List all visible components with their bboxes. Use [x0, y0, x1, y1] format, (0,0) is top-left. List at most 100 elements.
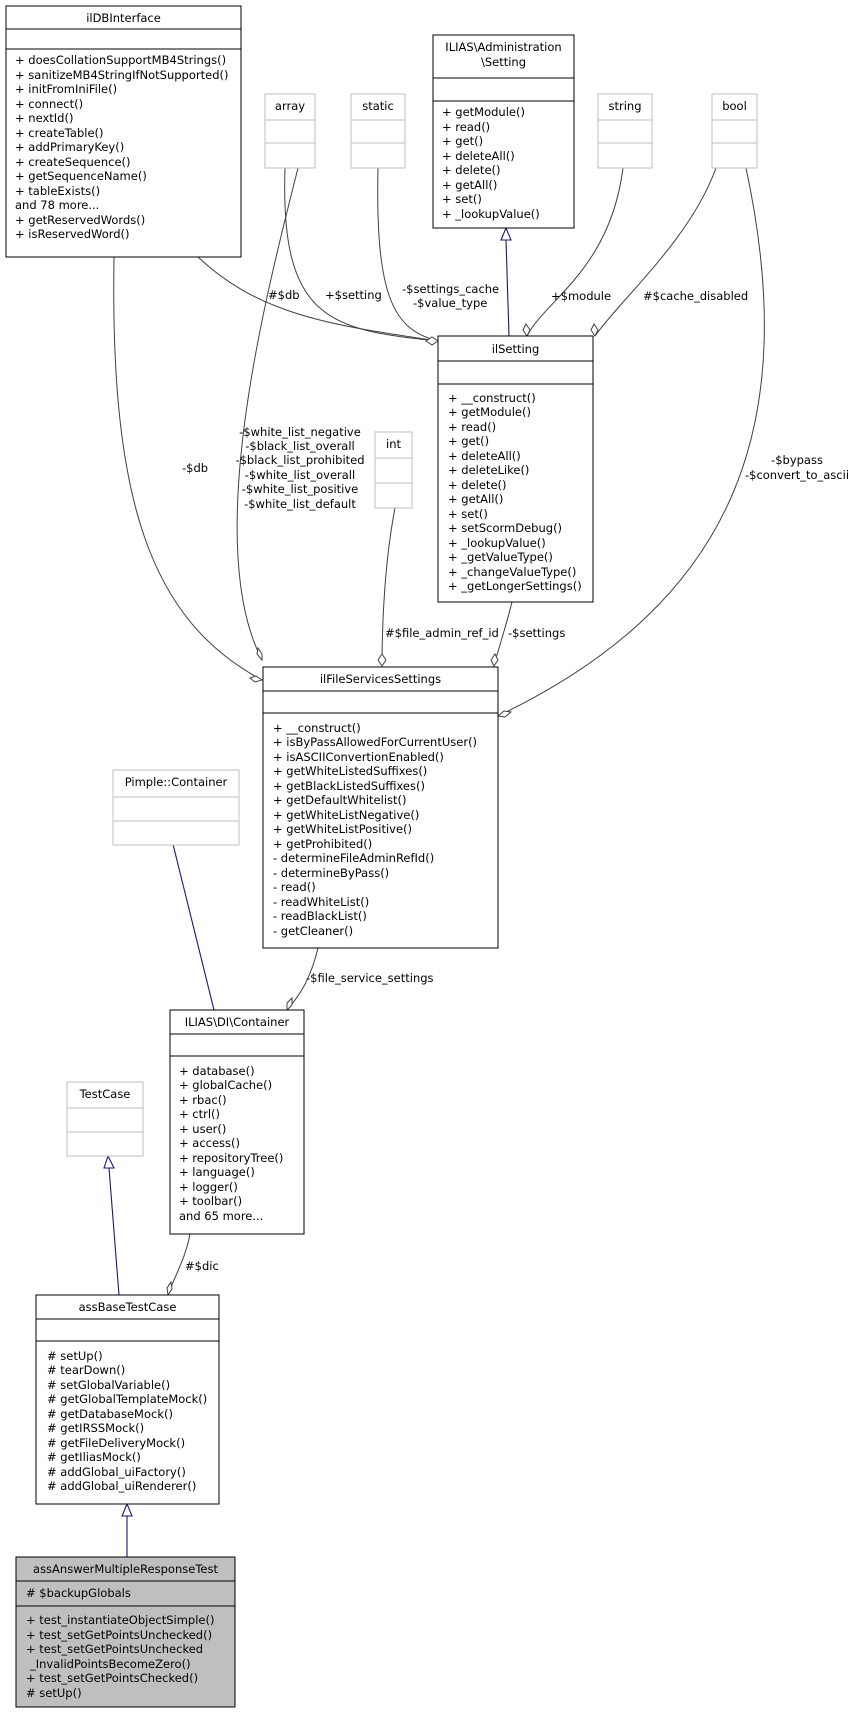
aggregation-diamond-int-file: [377, 653, 387, 667]
method: - getCleaner(): [273, 924, 353, 938]
edge-array-setting: [284, 167, 439, 342]
class-pimple-container[interactable]: Pimple::Container: [112, 769, 240, 846]
method: + user(): [179, 1122, 226, 1136]
label-file-container: -$file_service_settings: [306, 971, 434, 985]
method: + getSequenceName(): [15, 169, 147, 183]
class-ilias-di-container[interactable]: ILIAS\DI\Container + database() + global…: [169, 1009, 305, 1235]
label-bool-setting: #$cache_disabled: [643, 289, 748, 303]
class-title: static: [362, 99, 394, 113]
method: + _getValueType(): [448, 550, 553, 564]
method: + ctrl(): [179, 1107, 220, 1121]
class-bool[interactable]: bool: [711, 93, 758, 169]
label-array-file-6: -$white_list_default: [244, 497, 356, 511]
class-title: bool: [722, 99, 747, 113]
method: and 78 more...: [15, 198, 99, 212]
edge-db-setting: [197, 256, 439, 342]
method: + getAll(): [442, 178, 497, 192]
class-ilsetting[interactable]: ilSetting + __construct() + getModule() …: [437, 335, 594, 603]
method: + read(): [442, 120, 490, 134]
method: + language(): [179, 1165, 255, 1179]
method: # addGlobal_uiRenderer(): [47, 1479, 196, 1493]
class-title: TestCase: [79, 1087, 131, 1101]
class-title: assAnswerMultipleResponseTest: [33, 1562, 218, 1576]
label-bool-file-1: -$bypass: [771, 453, 823, 467]
method: - determineFileAdminRefId(): [273, 851, 434, 865]
inherit-container: [168, 827, 215, 1011]
class-int[interactable]: int: [374, 431, 413, 509]
class-title: int: [386, 437, 401, 451]
method: + isReservedWord(): [15, 227, 130, 241]
method: + test_setGetPointsChecked(): [26, 1671, 198, 1685]
method: # setGlobalVariable(): [47, 1378, 170, 1392]
method: # getIRSSMock(): [47, 1421, 144, 1435]
method: + _changeValueType(): [448, 565, 576, 579]
method: + getWhiteListedSuffixes(): [273, 764, 427, 778]
method: + nextId(): [15, 111, 73, 125]
class-testcase[interactable]: TestCase: [66, 1081, 144, 1157]
class-title: ilFileServicesSettings: [320, 672, 441, 686]
class-assanswermultipleresponsetest[interactable]: assAnswerMultipleResponseTest # $backupG…: [15, 1556, 236, 1708]
method: + getAll(): [448, 492, 503, 506]
aggregation-diamond-array-file: [256, 646, 263, 662]
method: + getWhiteListPositive(): [273, 822, 412, 836]
method: + database(): [179, 1064, 255, 1078]
class-title: string: [608, 99, 641, 113]
method: + access(): [179, 1136, 240, 1150]
method: + addPrimaryKey(): [15, 140, 124, 154]
class-title: ilDBInterface: [86, 11, 161, 25]
class-ilfileservicessettings[interactable]: ilFileServicesSettings + __construct() +…: [262, 666, 499, 949]
method: # getGlobalTemplateMock(): [47, 1392, 207, 1406]
method: # setUp(): [47, 1349, 103, 1363]
method: + delete(): [448, 478, 507, 492]
method: + sanitizeMB4StringIfNotSupported(): [15, 68, 228, 82]
method: + get(): [448, 434, 489, 448]
class-ildbinterface[interactable]: ilDBInterface + doesCollationSupportMB4S…: [5, 5, 242, 258]
method: _InvalidPointsBecomeZero(): [29, 1657, 191, 1671]
class-title: ILIAS\DI\Container: [185, 1015, 290, 1029]
class-string[interactable]: string: [597, 93, 653, 169]
inherit-setting: [505, 239, 510, 337]
method: + isASCIIConvertionEnabled(): [273, 750, 444, 764]
aggregation-diamond-cache: [590, 323, 599, 337]
edge-static-setting: [377, 167, 439, 342]
method: + set(): [448, 507, 488, 521]
label-static-setting-1: -$settings_cache: [402, 282, 499, 296]
method: + tableExists(): [15, 184, 100, 198]
class-static[interactable]: static: [350, 93, 406, 169]
method: + repositoryTree(): [179, 1151, 283, 1165]
method: # tearDown(): [47, 1363, 125, 1377]
method: + logger(): [179, 1180, 238, 1194]
method: + delete(): [442, 163, 501, 177]
edge-labels: #$db +$setting -$settings_cache -$value_…: [182, 282, 849, 1273]
inherit-arrow-setting: [500, 226, 512, 241]
label-string-setting: +$module: [551, 289, 611, 303]
method: + getBlackListedSuffixes(): [273, 779, 425, 793]
method: + read(): [448, 420, 496, 434]
method: - readBlackList(): [273, 909, 367, 923]
aggregation-diamond-file-container: [286, 996, 293, 1012]
method: + getModule(): [442, 105, 525, 119]
inherit-basetest: [108, 1167, 120, 1296]
label-bool-file-2: -$convert_to_ascii: [745, 468, 849, 482]
class-title-line-2: \Setting: [481, 55, 526, 69]
method: + getModule(): [448, 405, 531, 419]
class-array[interactable]: array: [264, 93, 316, 169]
class-assbasetestcase[interactable]: assBaseTestCase # setUp() # tearDown() #…: [35, 1294, 220, 1505]
edge-bool-file: [497, 167, 765, 717]
method: + rbac(): [179, 1093, 227, 1107]
aggregation-diamond-setting-file: [490, 653, 499, 667]
method: # addGlobal_uiFactory(): [47, 1465, 186, 1479]
method: + get(): [442, 134, 483, 148]
class-ilias-administration-setting[interactable]: ILIAS\Administration \Setting + getModul…: [432, 34, 575, 229]
class-title-line-1: ILIAS\Administration: [445, 40, 561, 54]
label-db-setting: #$db: [268, 288, 300, 302]
method: + createSequence(): [15, 155, 131, 169]
method: + getWhiteListNegative(): [273, 808, 419, 822]
label-setting-file: -$settings: [508, 626, 565, 640]
label-array-file-1: -$white_list_negative: [239, 425, 361, 439]
method: + isByPassAllowedForCurrentUser(): [273, 735, 477, 749]
method: + toolbar(): [179, 1194, 242, 1208]
method: # getDatabaseMock(): [47, 1407, 173, 1421]
edge-array-file: [236, 167, 299, 661]
method: + globalCache(): [179, 1078, 272, 1092]
